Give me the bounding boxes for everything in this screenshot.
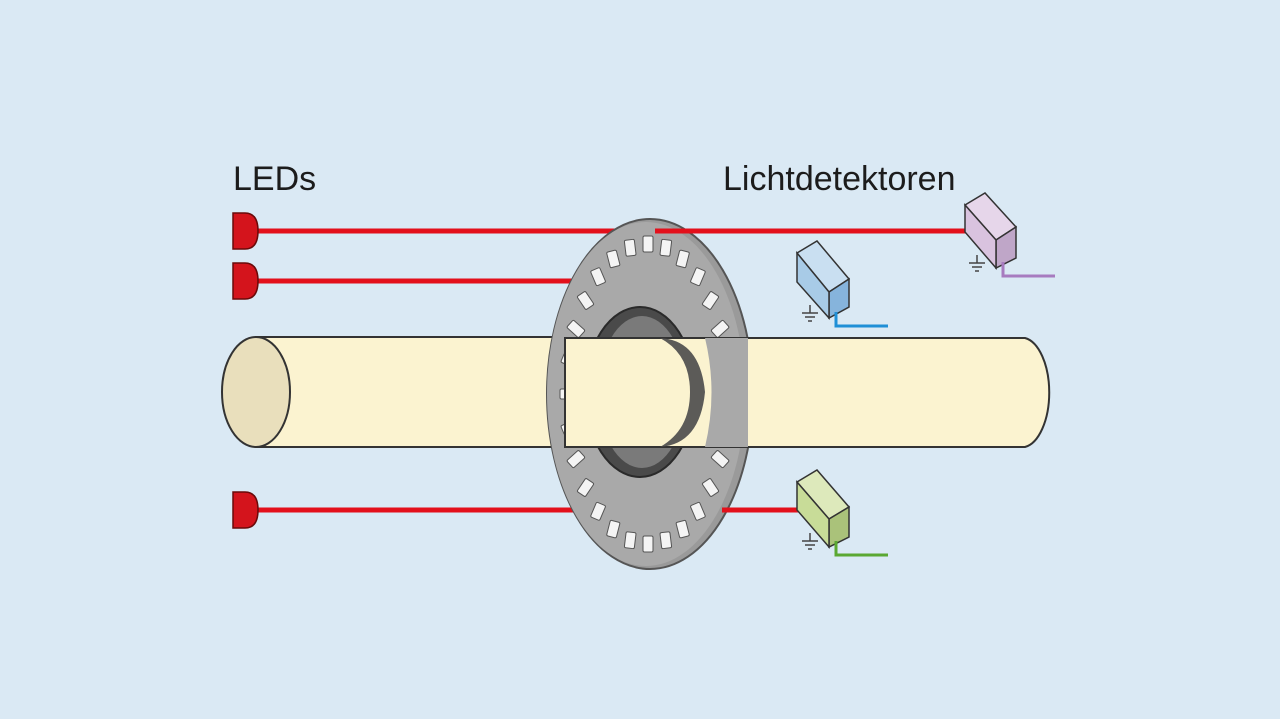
disc-slot (590, 267, 606, 287)
disc-slot (606, 519, 621, 539)
led-bottom (232, 491, 259, 529)
disc-slot (659, 531, 673, 550)
disc-slot (710, 319, 730, 338)
leds-label: LEDs (233, 160, 316, 198)
led-top (232, 212, 259, 250)
disc-slot (642, 535, 654, 553)
disc-slot (710, 450, 730, 469)
disc-slot (701, 478, 720, 497)
disc-slot (566, 319, 586, 338)
ground-icon (802, 305, 818, 322)
disc-slot (675, 249, 690, 269)
disc-slot (576, 478, 595, 497)
detector-middle-wire (834, 312, 888, 328)
detector-middle (795, 240, 888, 328)
disc-slot (675, 519, 690, 539)
disc-slot (566, 450, 586, 469)
disc-slot (590, 501, 606, 521)
disc-slot (623, 531, 637, 550)
detector-top-wire (1001, 262, 1055, 278)
disc-slot (576, 291, 595, 310)
disc-slot (701, 291, 720, 310)
disc-slot (659, 238, 673, 257)
disc-slot (606, 249, 621, 269)
ground-icon (802, 533, 818, 550)
disc-slot (642, 235, 654, 253)
detector-bottom-wire (834, 541, 888, 557)
disc-slot (623, 238, 637, 257)
detector-bottom (795, 469, 888, 557)
ground-icon (969, 255, 985, 272)
led-middle (232, 262, 259, 300)
detectors-label: Lichtdetektoren (723, 160, 956, 198)
detector-top (963, 192, 1055, 278)
shaft-through (564, 337, 1051, 448)
disc-slot (690, 501, 706, 521)
shaft (221, 336, 568, 448)
disc-slot (690, 267, 706, 287)
shaft-end-face (221, 336, 291, 448)
